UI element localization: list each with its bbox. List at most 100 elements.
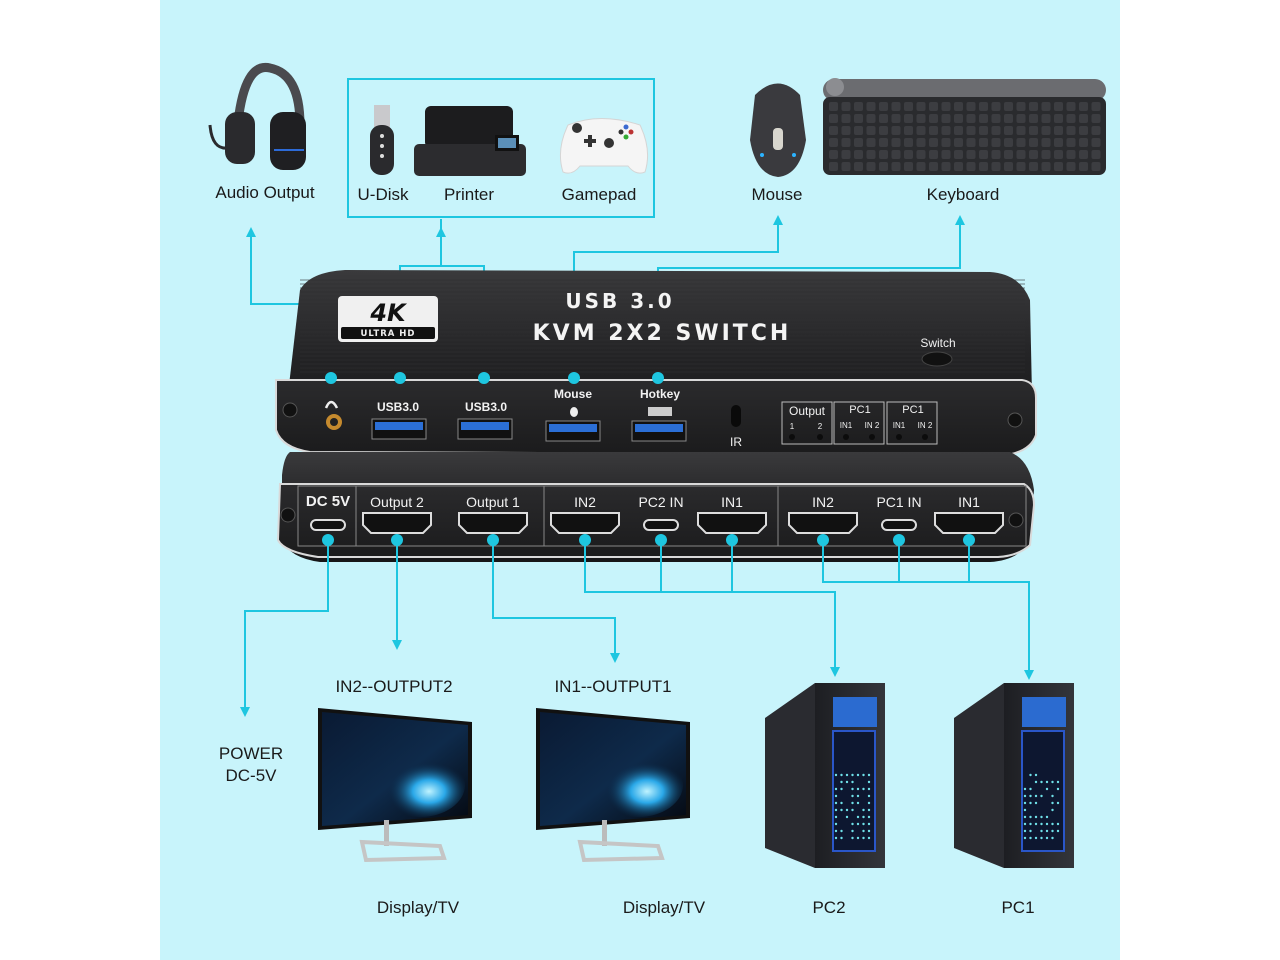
led-dot	[1023, 808, 1027, 812]
led-dot	[1034, 780, 1038, 784]
led-dot	[1029, 829, 1032, 833]
key	[1091, 162, 1101, 171]
hdmi-port[interactable]	[362, 512, 432, 534]
led-dot	[1023, 822, 1027, 826]
key	[1066, 150, 1076, 159]
key	[966, 114, 976, 123]
led-dot	[845, 808, 849, 812]
key	[891, 102, 901, 111]
rear-port-7[interactable]: IN2	[788, 494, 858, 534]
led-dot	[840, 836, 843, 840]
key	[1004, 162, 1013, 171]
indicator-group-pc1-a: PC1 IN1 IN 2	[833, 401, 885, 445]
usb-port-2[interactable]	[461, 422, 509, 430]
key	[916, 162, 926, 171]
key	[1079, 114, 1088, 123]
label-mouse: Mouse	[751, 185, 803, 204]
rear-port-8[interactable]: PC1 IN	[876, 494, 922, 531]
key	[904, 114, 913, 123]
bottom-connectors	[240, 540, 1034, 717]
led-dot	[1045, 822, 1049, 826]
usb-c-port[interactable]	[310, 519, 346, 531]
indicator-title: PC1	[849, 404, 870, 416]
rear-port-2[interactable]: Output 2	[362, 494, 432, 534]
key	[954, 138, 963, 147]
key	[979, 162, 988, 171]
key	[1079, 150, 1088, 159]
led-dot	[1034, 836, 1038, 840]
key	[829, 162, 838, 171]
rear-port-6[interactable]: IN1	[697, 494, 767, 534]
key	[866, 126, 876, 135]
key	[941, 162, 951, 171]
key	[866, 138, 876, 147]
led-dot	[851, 822, 854, 826]
key	[1079, 162, 1088, 171]
rear-port-5[interactable]: PC2 IN	[638, 494, 684, 531]
hdmi-port[interactable]	[458, 512, 528, 534]
rear-port-4[interactable]: IN2	[550, 494, 620, 534]
hdmi-port[interactable]	[788, 512, 858, 534]
key	[1091, 150, 1101, 159]
hdmi-port[interactable]	[550, 512, 620, 534]
usb-c-port[interactable]	[643, 519, 679, 531]
led-dot	[867, 815, 871, 819]
key	[1004, 138, 1013, 147]
key	[866, 114, 876, 123]
key	[929, 126, 938, 135]
key	[841, 138, 851, 147]
led-dot	[1040, 780, 1043, 784]
key	[1066, 114, 1076, 123]
rear-port-1[interactable]: DC 5V	[306, 493, 350, 531]
led-dot	[1051, 808, 1054, 812]
label-pc1: PC1	[1001, 898, 1035, 917]
keyboard-icon	[823, 78, 1106, 175]
key	[991, 162, 1001, 171]
key	[1029, 102, 1038, 111]
led-dot	[862, 773, 865, 777]
usb-port-hotkey[interactable]	[635, 424, 683, 432]
key	[1066, 126, 1076, 135]
led-dot	[851, 787, 854, 791]
gamepad-icon	[559, 118, 649, 174]
key	[1029, 138, 1038, 147]
led-dot	[867, 836, 871, 840]
key	[841, 126, 851, 135]
led-dot	[862, 808, 865, 812]
hdmi-port[interactable]	[934, 512, 1004, 534]
key	[854, 102, 863, 111]
usb-c-port[interactable]	[881, 519, 917, 531]
led-dot	[862, 836, 865, 840]
label-power-dc: DC-5V	[225, 766, 277, 785]
key	[1066, 138, 1076, 147]
led-dot	[1051, 829, 1054, 833]
led-label: 1	[790, 422, 795, 431]
headphones-icon	[324, 400, 339, 409]
rear-port-3[interactable]: Output 1	[458, 494, 528, 534]
switch-button[interactable]	[921, 351, 953, 367]
key	[891, 162, 901, 171]
kvm-switch-rear: DC 5V Output 2 Output 1 IN2 PC2 IN IN1 IN2 PC1 …	[276, 452, 1036, 562]
keyboard-icon	[648, 407, 672, 416]
label-u-disk: U-Disk	[357, 185, 409, 204]
key	[1054, 162, 1063, 171]
led-dot	[1045, 836, 1049, 840]
rear-port-9[interactable]: IN1	[934, 494, 1004, 534]
led-dot	[1056, 787, 1060, 791]
led-dot	[867, 808, 871, 812]
usb-port-1[interactable]	[375, 422, 423, 430]
key	[829, 102, 838, 111]
audio-jack[interactable]	[324, 400, 342, 430]
key	[904, 138, 913, 147]
headset-icon	[208, 63, 306, 170]
key	[879, 114, 888, 123]
led-dot	[867, 829, 871, 833]
rear-port-label: IN2	[812, 494, 834, 510]
hdmi-port[interactable]	[697, 512, 767, 534]
key	[979, 114, 988, 123]
label-pc2: PC2	[812, 898, 846, 917]
usb-port-mouse[interactable]	[549, 424, 597, 432]
port-label-usb1: USB3.0	[377, 400, 419, 414]
4k-ultra-hd-badge: 4K ULTRA HD	[338, 296, 438, 342]
